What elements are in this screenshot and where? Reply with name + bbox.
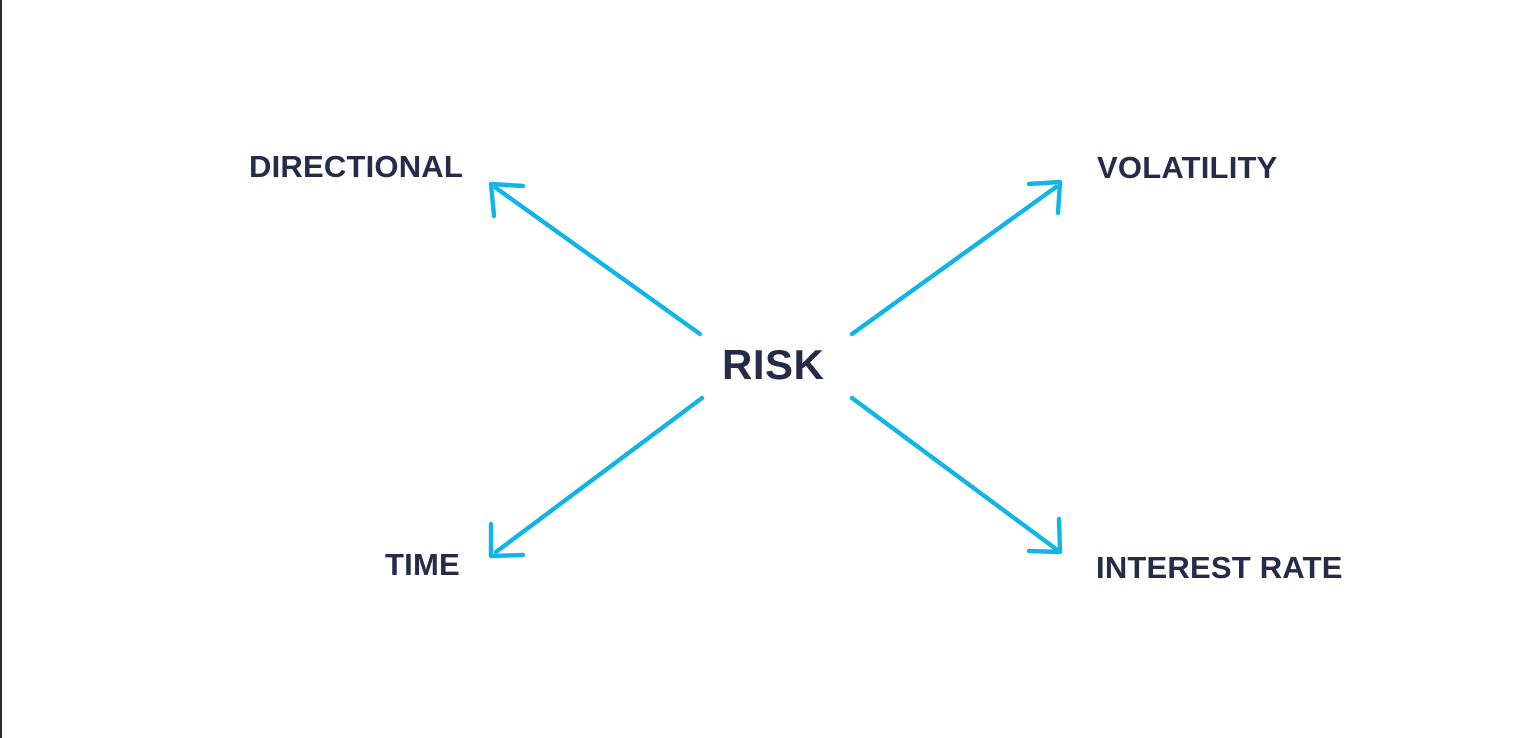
node-label-directional: DIRECTIONAL: [249, 149, 464, 184]
node-label-volatility: VOLATILITY: [1097, 150, 1278, 185]
arrow-up-right-icon: [849, 179, 1063, 337]
node-label-interest-rate: INTEREST RATE: [1096, 550, 1343, 585]
arrow-up-left-icon: [488, 181, 703, 337]
node-label-time: TIME: [385, 547, 460, 582]
arrow-down-left-icon: [488, 395, 705, 559]
center-node-label-risk: RISK: [722, 341, 825, 388]
arrow-down-right-icon: [849, 395, 1063, 555]
